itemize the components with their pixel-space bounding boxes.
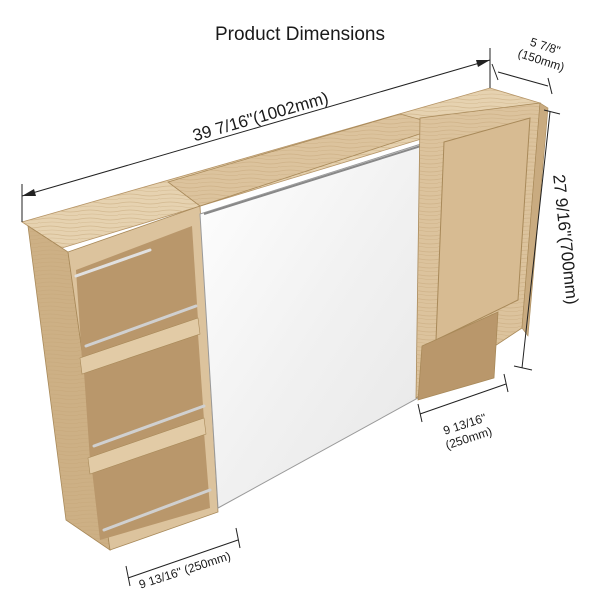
width-label: 39 7/16"(1002mm) (190, 88, 330, 145)
dimension-width (21, 48, 491, 222)
dimension-right-shelf (417, 373, 509, 423)
dimension-height (513, 109, 561, 371)
mirror-section (167, 113, 446, 509)
left-shelf-unit (27, 205, 219, 551)
height-label: 27 9/16"(700mm) (549, 173, 582, 305)
dimension-depth (491, 63, 553, 95)
diagram-title: Product Dimensions (214, 24, 386, 45)
right-cabinet-door (435, 117, 531, 341)
dimension-left-shelf (125, 527, 241, 587)
right-cabinet (415, 102, 549, 401)
